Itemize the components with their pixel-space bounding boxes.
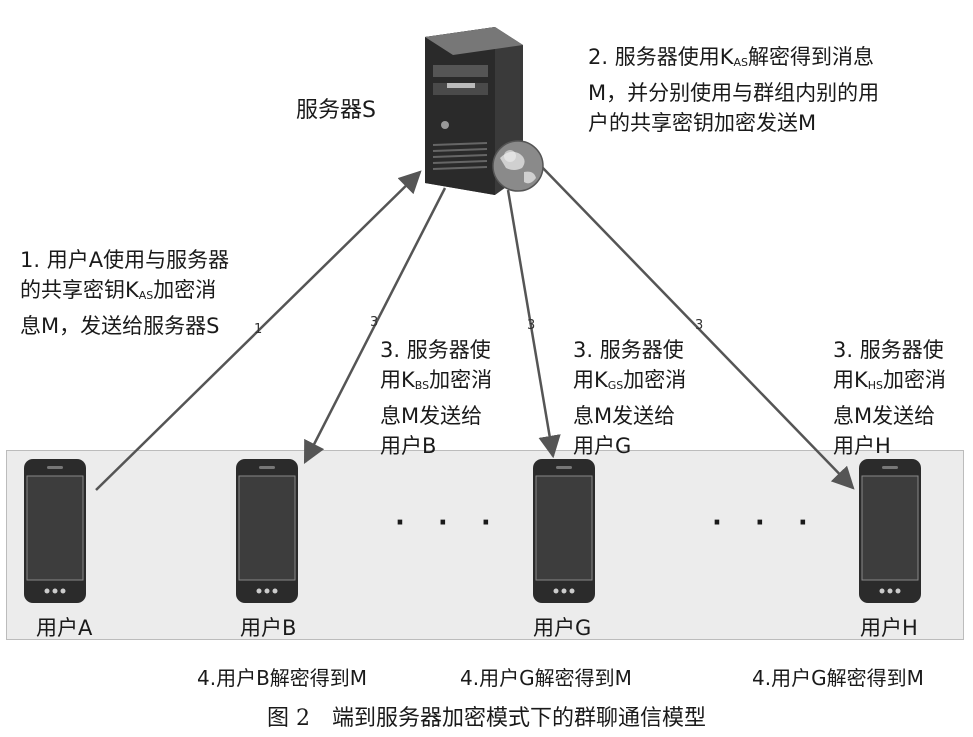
step-label-3-g: 3 bbox=[527, 318, 536, 333]
ellipsis-1: · · · bbox=[395, 508, 503, 538]
note-send-to-h: 3. 服务器使 用KHS加密消 息M发送给 用户H bbox=[833, 338, 947, 458]
user-label-b: 用户B bbox=[240, 616, 297, 640]
user-label-h: 用户H bbox=[860, 616, 918, 640]
phone-icon-g bbox=[533, 459, 595, 603]
user-label-a: 用户A bbox=[36, 616, 93, 640]
note-send-to-g: 3. 服务器使 用KGS加密消 息M发送给 用户G bbox=[573, 338, 687, 458]
note-user-a-action: 1. 用户A使用与服务器 的共享密钥KAS加密消 息M，发送给服务器S bbox=[20, 248, 230, 338]
result-user-h: 4.用户G解密得到M bbox=[752, 666, 924, 690]
note-send-to-b: 3. 服务器使 用KBS加密消 息M发送给 用户B bbox=[380, 338, 493, 458]
phone-icon-a bbox=[24, 459, 86, 603]
note-server-action: 2. 服务器使用KAS解密得到消息 M，并分别使用与群组内别的用 户的共享密钥加… bbox=[588, 45, 880, 135]
arrow-server-to-b bbox=[303, 187, 447, 465]
arrow-a-to-server bbox=[95, 170, 422, 491]
result-user-g: 4.用户G解密得到M bbox=[460, 666, 632, 690]
server-label: 服务器S bbox=[296, 98, 376, 123]
user-group-panel bbox=[6, 450, 964, 640]
step-label-1: 1 bbox=[254, 322, 263, 337]
arrow-server-to-g bbox=[506, 189, 561, 459]
arrow-server-to-h bbox=[539, 164, 855, 490]
figure-caption: 图 2 端到服务器加密模式下的群聊通信模型 bbox=[267, 706, 706, 731]
phone-icon-h bbox=[859, 459, 921, 603]
step-label-3-h: 3 bbox=[695, 318, 704, 333]
globe-icon bbox=[492, 140, 544, 192]
ellipsis-2: · · · bbox=[712, 508, 820, 538]
phone-icon-b bbox=[236, 459, 298, 603]
step-label-3-b: 3 bbox=[370, 315, 379, 330]
user-label-g: 用户G bbox=[533, 616, 592, 640]
result-user-b: 4.用户B解密得到M bbox=[197, 666, 368, 690]
